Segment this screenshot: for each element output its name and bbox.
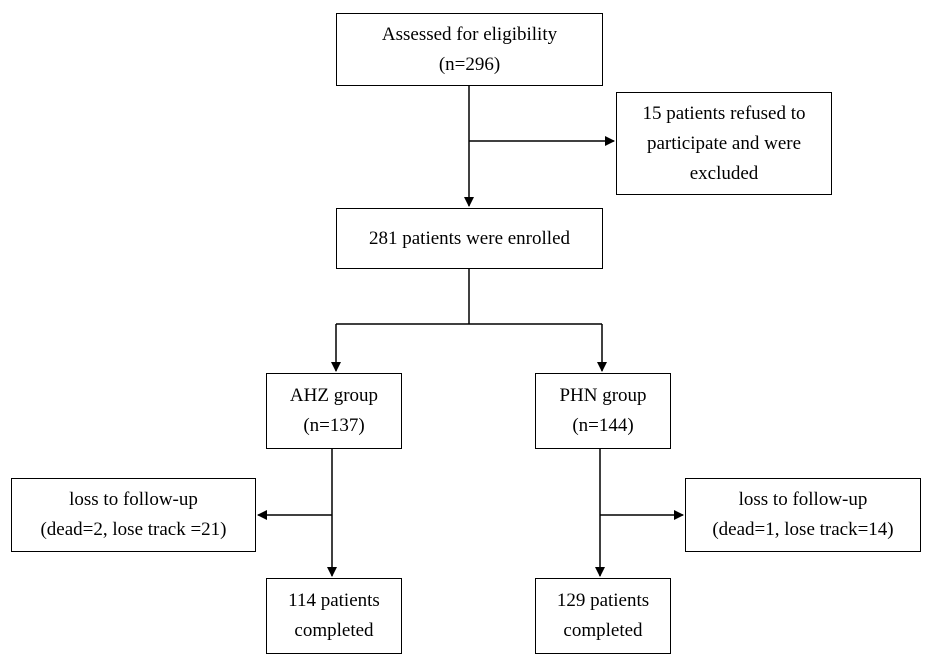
phn-completed-line2: completed <box>563 620 643 641</box>
ahz-line1: AHZ group <box>289 385 379 406</box>
phn-line1: PHN group <box>559 385 647 406</box>
enrolled-box: 281 patients were enrolled <box>336 208 603 269</box>
assessed-line2: (n=296) <box>438 53 501 75</box>
phn-loss-line2: (dead=1, lose track=14) <box>712 519 894 540</box>
refused-excluded-box: 15 patients refused to participate and w… <box>616 92 832 195</box>
phn-completed-box: 129 patients completed <box>535 578 671 654</box>
phn-completed-line1: 129 patients <box>556 590 650 611</box>
phn-loss-to-follow-up-box: loss to follow-up (dead=1, lose track=14… <box>685 478 921 552</box>
ahz-completed-line2: completed <box>294 620 374 641</box>
ahz-loss-line1: loss to follow-up <box>69 489 198 510</box>
refused-line2: participate and were <box>646 132 802 154</box>
refused-line1: 15 patients refused to <box>642 102 806 124</box>
enrolled-line1: 281 patients were enrolled <box>368 227 570 249</box>
ahz-completed-box: 114 patients completed <box>266 578 402 654</box>
ahz-group-box: AHZ group (n=137) <box>266 373 402 449</box>
ahz-line2: (n=137) <box>303 415 365 436</box>
assessed-line1: Assessed for eligibility <box>381 23 558 45</box>
ahz-loss-line2: (dead=2, lose track =21) <box>40 519 227 540</box>
phn-loss-line1: loss to follow-up <box>738 489 868 510</box>
phn-line2: (n=144) <box>572 415 634 436</box>
refused-line3: excluded <box>689 162 759 184</box>
phn-group-box: PHN group (n=144) <box>535 373 671 449</box>
assessed-for-eligibility-box: Assessed for eligibility (n=296) <box>336 13 603 86</box>
ahz-completed-line1: 114 patients <box>288 590 380 611</box>
ahz-loss-to-follow-up-box: loss to follow-up (dead=2, lose track =2… <box>11 478 256 552</box>
